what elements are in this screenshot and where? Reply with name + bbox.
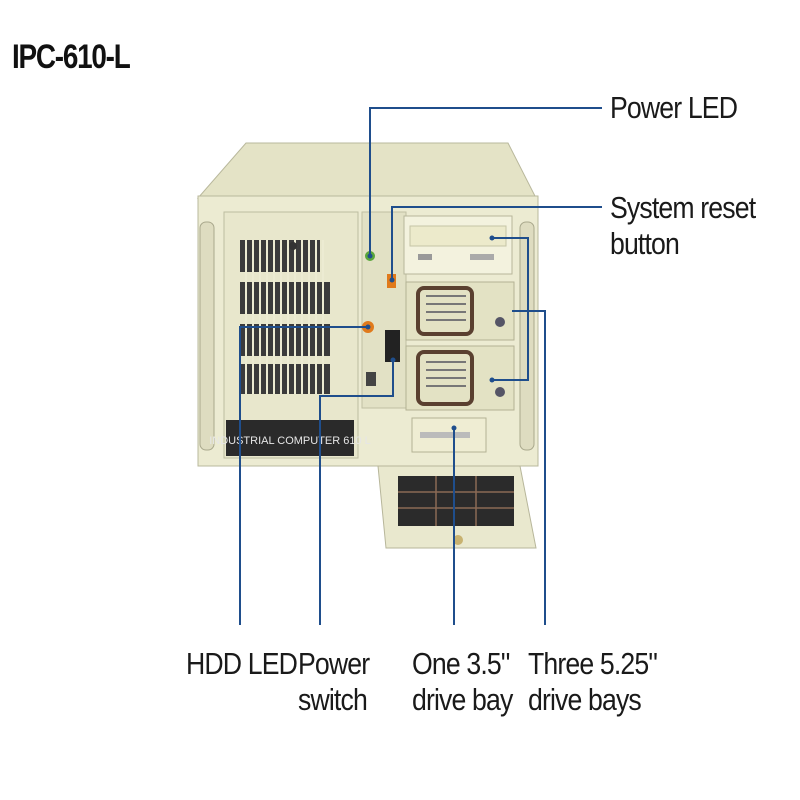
door-lock [289,242,297,250]
leader-endpoints [365,235,495,431]
callout-power-led-line-1: Power LED [610,90,738,125]
callout-drive-35-line-2: drive bay [412,682,513,717]
callout-drive-35: One 3.5" drive bay [412,646,513,718]
leader-drive-525 [512,310,546,625]
callout-drive-525-line-2: drive bays [528,682,642,717]
leader-hdd-led [239,326,368,625]
callout-drive-525: Three 5.25" drive bays [528,646,658,718]
callout-power-led: Power LED [610,90,738,126]
power-switch-icon [385,330,400,362]
callout-power-switch: Power switch [298,646,370,718]
nameplate-text: INDUSTRIAL COMPUTER 610 L [209,435,371,447]
callout-hdd-led-line-1: HDD LED [186,646,298,681]
leader-reset-button [391,206,602,280]
leader-power-led [369,107,602,256]
leader-drive-525-top [492,237,529,381]
left-handle [199,221,215,451]
callout-drive-525-line-1: Three 5.25" [528,646,658,681]
keylock-icon [366,372,376,386]
callout-drive-35-line-1: One 3.5" [412,646,510,681]
leader-power-switch [319,360,394,625]
callout-reset-button-line-1: System reset [610,190,756,225]
leader-lines [239,107,602,625]
callout-hdd-led: HDD LED [186,646,298,682]
callout-power-switch-line-2: switch [298,682,368,717]
callout-reset-button-line-2: button [610,226,680,261]
page-title: IPC-610-L [12,38,131,76]
callout-reset-button: System reset button [610,190,756,262]
callout-power-switch-line-1: Power [298,646,370,681]
nameplate [226,420,354,456]
chassis-top [196,142,537,199]
